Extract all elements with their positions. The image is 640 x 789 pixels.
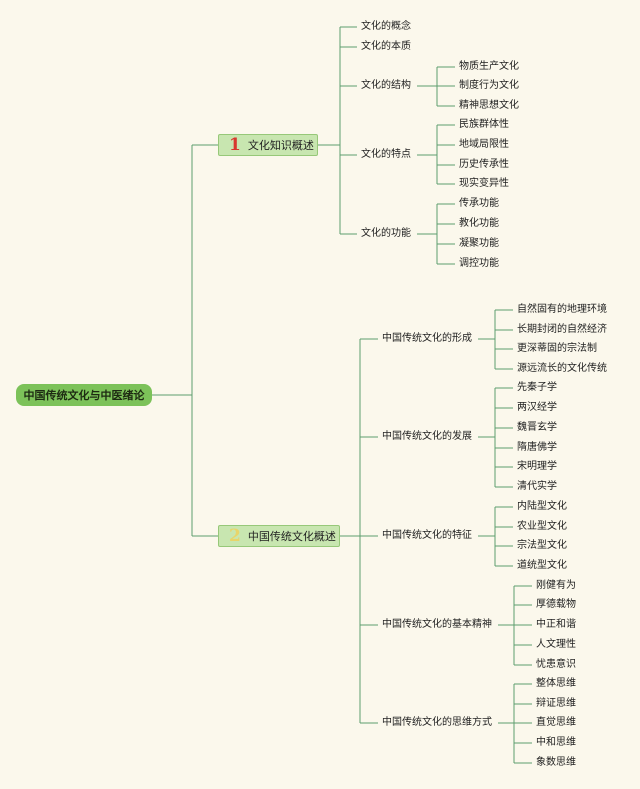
leaf-node[interactable]: 内陆型文化 xyxy=(517,501,567,512)
topic-node[interactable]: 文化的特点 xyxy=(361,149,411,160)
leaf-node[interactable]: 隋唐佛学 xyxy=(517,442,557,453)
leaf-node[interactable]: 中正和谐 xyxy=(536,619,576,630)
leaf-node[interactable]: 精神思想文化 xyxy=(459,100,519,111)
leaf-node[interactable]: 清代实学 xyxy=(517,481,557,492)
topic-node[interactable]: 文化的功能 xyxy=(361,228,411,239)
topic-node[interactable]: 中国传统文化的形成 xyxy=(382,333,472,344)
leaf-node[interactable]: 忧患意识 xyxy=(536,659,576,670)
topic-node[interactable]: 中国传统文化的特征 xyxy=(382,530,472,541)
leaf-node[interactable]: 先秦子学 xyxy=(517,382,557,393)
leaf-node[interactable]: 宋明理学 xyxy=(517,461,557,472)
leaf-node[interactable]: 魏晋玄学 xyxy=(517,422,557,433)
leaf-node[interactable]: 人文理性 xyxy=(536,639,576,650)
leaf-node[interactable]: 现实变异性 xyxy=(459,178,509,189)
leaf-node[interactable]: 物质生产文化 xyxy=(459,61,519,72)
leaf-node[interactable]: 两汉经学 xyxy=(517,402,557,413)
leaf-node[interactable]: 制度行为文化 xyxy=(459,80,519,91)
topic-node[interactable]: 文化的结构 xyxy=(361,80,411,91)
branch-label: 中国传统文化概述 xyxy=(247,530,336,543)
branch-node-2[interactable]: 2 中国传统文化概述 xyxy=(218,525,340,547)
leaf-node[interactable]: 更深蒂固的宗法制 xyxy=(517,343,597,354)
leaf-node[interactable]: 辩证思维 xyxy=(536,698,576,709)
leaf-node[interactable]: 自然固有的地理环境 xyxy=(517,304,607,315)
leaf-node[interactable]: 传承功能 xyxy=(459,198,499,209)
leaf-node[interactable]: 刚健有为 xyxy=(536,580,576,591)
leaf-node[interactable]: 厚德载物 xyxy=(536,599,576,610)
leaf-node[interactable]: 中和思维 xyxy=(536,737,576,748)
leaf-node[interactable]: 长期封闭的自然经济 xyxy=(517,324,607,335)
branch-node-1[interactable]: 1 文化知识概述 xyxy=(218,134,318,156)
topic-node[interactable]: 中国传统文化的发展 xyxy=(382,431,472,442)
topic-node[interactable]: 中国传统文化的基本精神 xyxy=(382,619,492,630)
leaf-node[interactable]: 农业型文化 xyxy=(517,521,567,532)
leaf-node[interactable]: 整体思维 xyxy=(536,678,576,689)
leaf-node[interactable]: 调控功能 xyxy=(459,258,499,269)
topic-node[interactable]: 文化的本质 xyxy=(361,41,411,52)
topic-node[interactable]: 文化的概念 xyxy=(361,21,411,32)
leaf-node[interactable]: 历史传承性 xyxy=(459,159,509,170)
leaf-node[interactable]: 凝聚功能 xyxy=(459,238,499,249)
leaf-node[interactable]: 宗法型文化 xyxy=(517,540,567,551)
branch-number: 2 xyxy=(229,526,241,546)
leaf-node[interactable]: 道统型文化 xyxy=(517,560,567,571)
branch-label: 文化知识概述 xyxy=(247,139,314,152)
leaf-node[interactable]: 地域局限性 xyxy=(459,139,509,150)
root-node[interactable]: 中国传统文化与中医绪论 xyxy=(16,384,152,406)
leaf-node[interactable]: 源远流长的文化传统 xyxy=(517,363,607,374)
branch-number: 1 xyxy=(229,135,241,155)
topic-node[interactable]: 中国传统文化的思维方式 xyxy=(382,717,492,728)
leaf-node[interactable]: 教化功能 xyxy=(459,218,499,229)
leaf-node[interactable]: 直觉思维 xyxy=(536,717,576,728)
leaf-node[interactable]: 民族群体性 xyxy=(459,119,509,130)
leaf-node[interactable]: 象数思维 xyxy=(536,757,576,768)
